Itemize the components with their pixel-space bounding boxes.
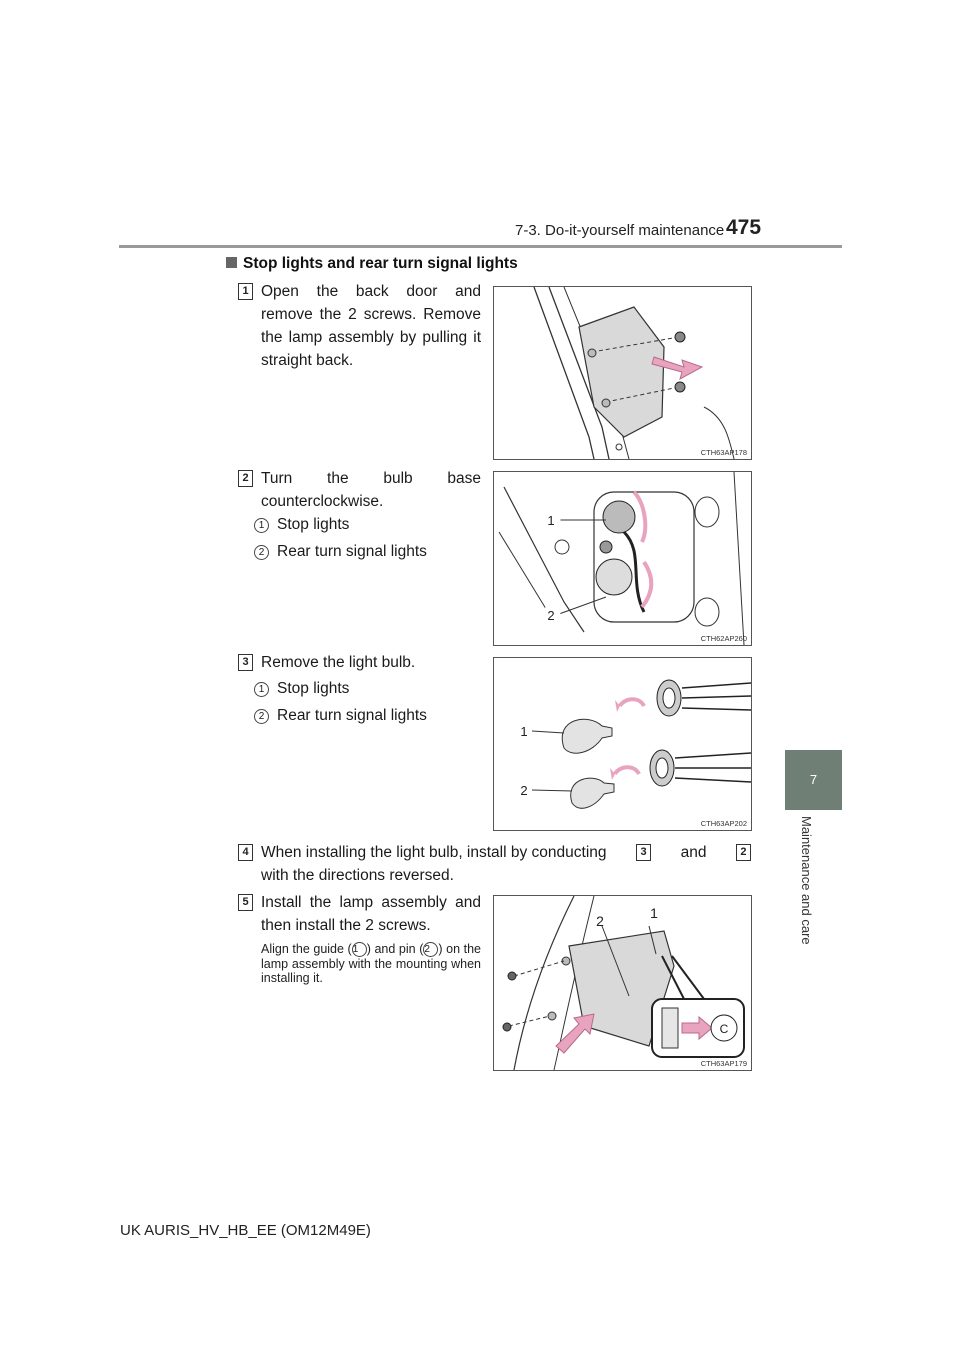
step-number: 4: [238, 844, 253, 861]
circled-number: 2: [254, 545, 269, 560]
figure-code: CTH62AP260: [700, 634, 747, 643]
figure-illustration: 2 1 C: [502, 896, 745, 1070]
list-item: 1 Stop lights: [254, 516, 349, 534]
step-text: When installing the light bulb, install …: [261, 841, 751, 887]
callout-1: 1: [650, 905, 658, 921]
callout-c: C: [720, 1022, 729, 1036]
circled-number: 2: [254, 709, 269, 724]
figure-remove-bulb: 1 2 CTH63AP202: [493, 657, 752, 831]
circled-number: 2: [423, 942, 439, 957]
list-item: 2 Rear turn signal lights: [254, 707, 427, 725]
callout-1: 1: [520, 724, 527, 739]
list-item-label: Stop lights: [277, 516, 350, 533]
callout-1: 1: [547, 513, 554, 528]
document-code: UK AURIS_HV_HB_EE (OM12M49E): [120, 1222, 371, 1239]
step-number: 5: [238, 894, 253, 911]
step-text: Install the lamp assembly and then insta…: [261, 894, 481, 934]
square-bullet-icon: [226, 257, 237, 268]
step-text-part: and: [680, 844, 707, 861]
circled-number: 1: [351, 942, 367, 957]
section-title: 7-3. Do-it-yourself maintenance: [515, 222, 725, 239]
note-text: ) on the lamp assembly with the mounting…: [261, 942, 482, 985]
list-item: 2 Rear turn signal lights: [254, 543, 427, 561]
step-text-part: When installing the light bulb, install …: [261, 844, 607, 861]
figure-code: CTH63AP178: [700, 448, 747, 457]
figure-bulb-base: 1 2 CTH62AP260: [493, 471, 752, 646]
step-text: Turn the bulb base counterclockwise.: [261, 470, 481, 510]
list-item: 1 Stop lights: [254, 680, 349, 698]
step-ref: 2: [735, 844, 751, 861]
section-heading: Stop lights and rear turn signal lights: [226, 255, 518, 273]
list-item-label: Rear turn signal lights: [277, 543, 427, 560]
figure-install-lamp: 2 1 C CTH63AP179: [493, 895, 752, 1071]
step-note: Align the guide (1) and pin (2) on the l…: [261, 942, 481, 985]
circled-number: 1: [254, 682, 269, 697]
figure-illustration: 1 2: [498, 472, 745, 645]
figure-remove-screws: CTH63AP178: [493, 286, 752, 460]
step-text-part: with the directions reversed.: [261, 867, 454, 884]
chapter-tab: 7: [785, 750, 842, 810]
chapter-label: Maintenance and care: [799, 816, 814, 945]
figure-illustration: 1 2: [520, 679, 751, 809]
heading-text: Stop lights and rear turn signal lights: [243, 255, 518, 272]
step-text: Open the back door and remove the 2 scre…: [261, 283, 481, 369]
step-ref: 3: [636, 844, 652, 861]
note-text: ) and pin (: [366, 942, 424, 956]
step-number: 1: [238, 283, 253, 300]
list-item-label: Stop lights: [277, 680, 350, 697]
figure-illustration: [533, 287, 735, 459]
header-rule: [119, 245, 842, 248]
note-text: Align the guide (: [261, 942, 352, 956]
step-text: Remove the light bulb.: [261, 654, 416, 671]
circled-number: 1: [254, 518, 269, 533]
step-number: 3: [238, 654, 253, 671]
step-number: 2: [238, 470, 253, 487]
figure-code: CTH63AP179: [700, 1059, 747, 1068]
list-item-label: Rear turn signal lights: [277, 707, 427, 724]
callout-2: 2: [547, 608, 554, 623]
callout-2: 2: [520, 783, 527, 798]
figure-code: CTH63AP202: [700, 819, 747, 828]
callout-2: 2: [596, 913, 604, 929]
page-number: 475: [726, 216, 762, 239]
